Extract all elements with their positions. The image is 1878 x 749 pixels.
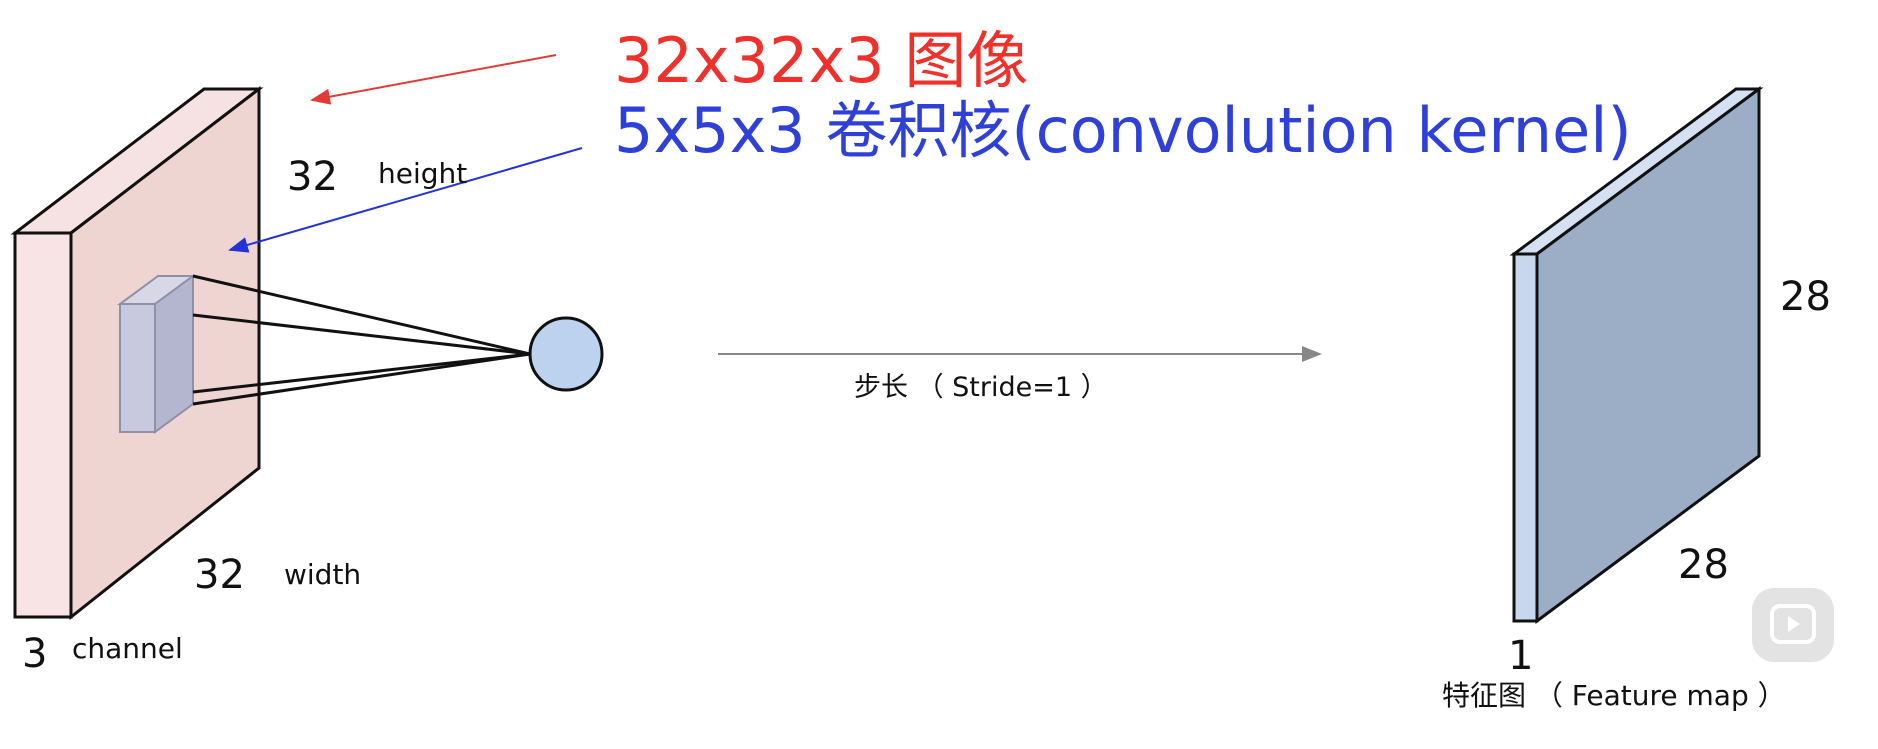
input-volume-side: [13, 231, 73, 619]
input-channel-number: 3: [22, 631, 48, 677]
feature-map-height-number: 28: [1780, 274, 1831, 320]
convolution-kernel: [116, 274, 197, 434]
kernel-arrow: [228, 147, 583, 253]
stride-label: 步长 （ Stride=1 ）: [854, 372, 1108, 403]
feature-map-depth-number: 1: [1508, 633, 1534, 679]
receptive-field-lines: [192, 274, 531, 406]
image-arrow: [310, 54, 557, 105]
feature-map-front: [1535, 86, 1761, 624]
kernel-front: [154, 274, 194, 434]
feature-map-label: 特征图 （ Feature map ）: [1442, 679, 1786, 712]
input-height-number: 32: [287, 154, 338, 200]
feature-map-width-number: 28: [1678, 542, 1729, 588]
input-width-label: width: [284, 558, 362, 591]
feature-map-volume: [1509, 86, 1764, 624]
input-height-label: height: [378, 157, 468, 190]
video-logo-watermark: [1752, 588, 1834, 662]
kernel-side: [119, 303, 156, 433]
input-channel-label: channel: [72, 632, 183, 665]
feature-map-side: [1512, 252, 1539, 623]
input-width-number: 32: [194, 552, 245, 598]
play-icon: [1770, 604, 1816, 644]
output-neuron: [528, 316, 604, 392]
image-size-title: 32x32x3 图像: [614, 24, 1029, 97]
kernel-size-title: 5x5x3 卷积核(convolution kernel): [614, 94, 1632, 167]
